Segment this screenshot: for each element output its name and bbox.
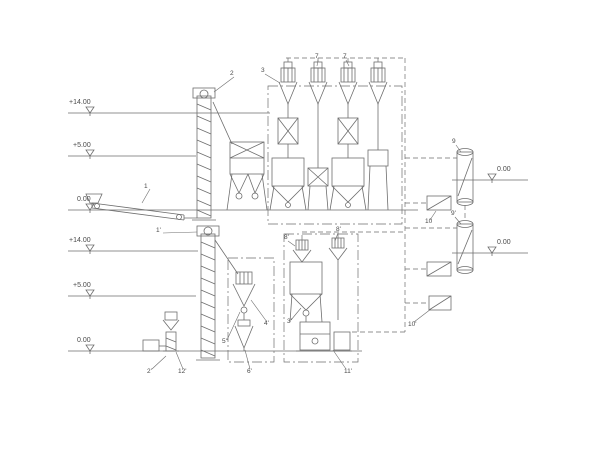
benchmark-label: 0.00 — [497, 166, 511, 173]
equipment-label-3p: 3' — [287, 318, 292, 325]
equipment-label-3: 3 — [261, 67, 265, 74]
equipment-label-1: 1 — [144, 183, 148, 190]
equipment-label-11p: 11' — [344, 368, 352, 375]
inclined-conveyor — [85, 193, 197, 221]
equipment-label-6p: 6' — [247, 368, 252, 375]
equipment-label-2p: 2' — [147, 368, 152, 375]
equipment-label-7b: 7 — [343, 53, 347, 60]
benchmark-label: 0.00 — [497, 239, 511, 246]
cyclone-filter-trains — [269, 61, 389, 211]
benchmark-label: +5.00 — [73, 282, 91, 289]
aspiration-ducts — [286, 57, 466, 333]
twin-cone-bin — [226, 141, 268, 211]
bin-packer-group — [289, 237, 352, 352]
equipment-label-9p: 9' — [451, 210, 456, 217]
equipment-label-4p: 4' — [264, 320, 269, 327]
benchmark-label: 0.00 — [77, 337, 91, 344]
benchmark-label: +14.00 — [69, 237, 91, 244]
bottom-cyclone-group — [232, 271, 256, 351]
equipment-label-10: 10 — [425, 218, 433, 225]
benchmark-label: 0.00 — [77, 196, 91, 203]
elevation-labels: +14.00 +5.00 0.00 +14.00 +5.00 0.00 0.00… — [69, 99, 511, 344]
equipment-label-7a: 7 — [315, 53, 319, 60]
bucket-elevator-bottom — [196, 225, 239, 361]
bucket-elevator-top — [192, 87, 233, 221]
benchmark-label: +14.00 — [69, 99, 91, 106]
small-elevator-unit — [142, 311, 180, 352]
equipment-label-5p: 5' — [222, 338, 227, 345]
right-vessels — [426, 148, 474, 311]
equipment-label-8pa: 8' — [284, 234, 289, 241]
equipment-label-1p: 1' — [156, 227, 161, 234]
equipment-label-8pb: 8' — [336, 226, 341, 233]
equipment-label-12p: 12' — [178, 368, 186, 375]
boundary-outlines — [227, 85, 403, 363]
equipment-label-9: 9 — [452, 138, 456, 145]
benchmark-label: +5.00 — [73, 142, 91, 149]
equipment-labels: 1 2 3 7 7 9 9' 10 10' 1' 2' 12' 4' 5' 6'… — [144, 53, 456, 375]
equipment-label-10p: 10' — [408, 321, 416, 328]
equipment-label-2: 2 — [230, 70, 234, 77]
label-leaders — [141, 59, 462, 370]
